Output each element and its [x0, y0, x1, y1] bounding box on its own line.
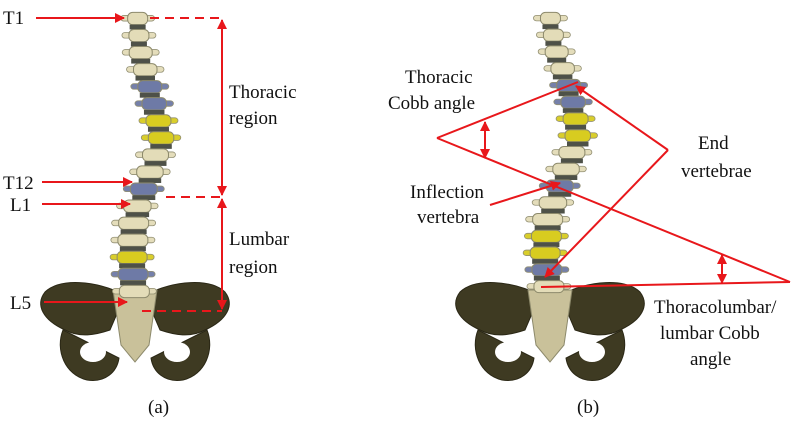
spine-a-disc — [148, 127, 169, 132]
tl-cobb-label-line2: lumbar Cobb — [660, 323, 760, 344]
l5-label: L5 — [10, 293, 31, 314]
spine-b-vertebra — [524, 230, 568, 242]
thoracic-cobb-label-line1: Thoracic — [405, 67, 473, 88]
spine-a-disc — [119, 263, 145, 268]
tl-cobb-label-line1: Thoracolumbar/ — [654, 297, 777, 318]
pelvis-b-bone — [456, 283, 645, 381]
spine-b-vertebra — [546, 163, 587, 175]
spine-a-disc — [130, 25, 146, 30]
thoracic-cobb-label-line2: Cobb angle — [388, 93, 475, 114]
spine-b-disc — [553, 75, 573, 80]
spine-b-disc — [559, 91, 579, 96]
spine-a-vertebra — [123, 183, 164, 195]
end-vertebrae-label-line2: vertebrae — [681, 161, 752, 182]
spine-b-disc — [563, 108, 584, 113]
t1-label: T1 — [3, 8, 24, 29]
spine-a-vertebra — [135, 149, 175, 161]
spine-b-disc — [533, 242, 559, 247]
spine-b-vertebra — [526, 214, 570, 226]
spine-a-vertebra — [131, 81, 169, 93]
spine-a-disc — [131, 42, 147, 47]
l1-label: L1 — [10, 195, 31, 216]
inflection-label-line2: vertebra — [417, 207, 480, 228]
spine-b-disc — [534, 276, 560, 281]
lumbar-region-label-line1: Lumbar — [229, 229, 290, 250]
spine-a-disc — [132, 195, 155, 200]
spine-a-disc — [126, 212, 149, 217]
spine-b-disc — [535, 226, 561, 231]
panel-b-caption: (b) — [577, 397, 599, 417]
spine-a-vertebra — [122, 47, 159, 59]
spine-b-disc — [545, 41, 561, 46]
spine-b-disc — [541, 209, 565, 214]
spine-a-vertebra — [112, 217, 156, 229]
spine-b-vertebra — [552, 146, 592, 158]
spine-b-vertebra — [556, 113, 595, 125]
spine-a-disc — [150, 144, 172, 149]
spine-b-vertebra — [538, 46, 575, 58]
spine-a-vertebra — [141, 132, 181, 144]
spine-b-disc — [567, 142, 589, 147]
spine-b — [523, 12, 597, 292]
spine-b-disc — [542, 24, 558, 29]
end-vertebrae-label-line1: End — [698, 133, 729, 154]
tl-cobb-label-line3: angle — [690, 349, 731, 370]
spine-a-disc — [121, 229, 147, 234]
spine-a-disc — [144, 161, 166, 166]
lumbar-region-label-line2: region — [229, 257, 278, 278]
spine-a-disc — [139, 178, 162, 183]
spine-a-vertebra — [117, 200, 158, 212]
inflection-label-line1: Inflection — [410, 182, 484, 203]
panel-b: Thoracic Cobb angle End vertebrae Inflec… — [388, 12, 790, 417]
spine-a-disc — [144, 110, 165, 115]
thoracic-region-label-line2: region — [229, 108, 278, 129]
spine-a-disc — [140, 93, 160, 98]
spine-a-vertebra — [135, 98, 174, 110]
spine-a-vertebra — [110, 251, 154, 263]
spine-b-disc — [561, 159, 583, 164]
spine-a-vertebra — [139, 115, 178, 127]
t12-label: T12 — [3, 173, 34, 194]
spine-b-vertebra — [558, 130, 598, 142]
spine-b-disc — [555, 175, 578, 180]
spine-a-vertebra — [111, 268, 155, 280]
spine-a — [110, 12, 181, 297]
spine-b-vertebra — [532, 197, 574, 209]
spine-b-vertebra — [536, 29, 570, 41]
spine-a-disc — [136, 76, 156, 81]
spine-b-vertebra — [544, 63, 582, 75]
spine-b-vertebra — [533, 12, 567, 24]
spine-b-disc — [532, 259, 558, 264]
spine-a-vertebra — [130, 166, 171, 178]
spine-b-disc — [547, 58, 566, 63]
spine-b-disc — [548, 192, 571, 197]
spine-a-vertebra — [127, 64, 165, 76]
spine-b-disc — [565, 125, 586, 130]
spine-a-vertebra — [121, 12, 155, 24]
spine-a-vertebra — [122, 29, 156, 41]
spine-b-vertebra — [523, 247, 567, 259]
panel-a: T1 T12 L1 L5 Thoracic region Lumbar regi… — [3, 8, 297, 417]
thoracic-region-label-line1: Thoracic — [229, 82, 297, 103]
spine-a-disc — [120, 281, 146, 286]
spine-b-vertebra — [554, 96, 593, 108]
spine-a-disc — [120, 246, 146, 251]
spine-a-vertebra — [111, 234, 155, 246]
panel-a-caption: (a) — [148, 397, 169, 417]
lumbar-cobb-line — [541, 282, 790, 287]
pelvis-b — [456, 283, 645, 381]
spine-a-disc — [131, 59, 150, 64]
